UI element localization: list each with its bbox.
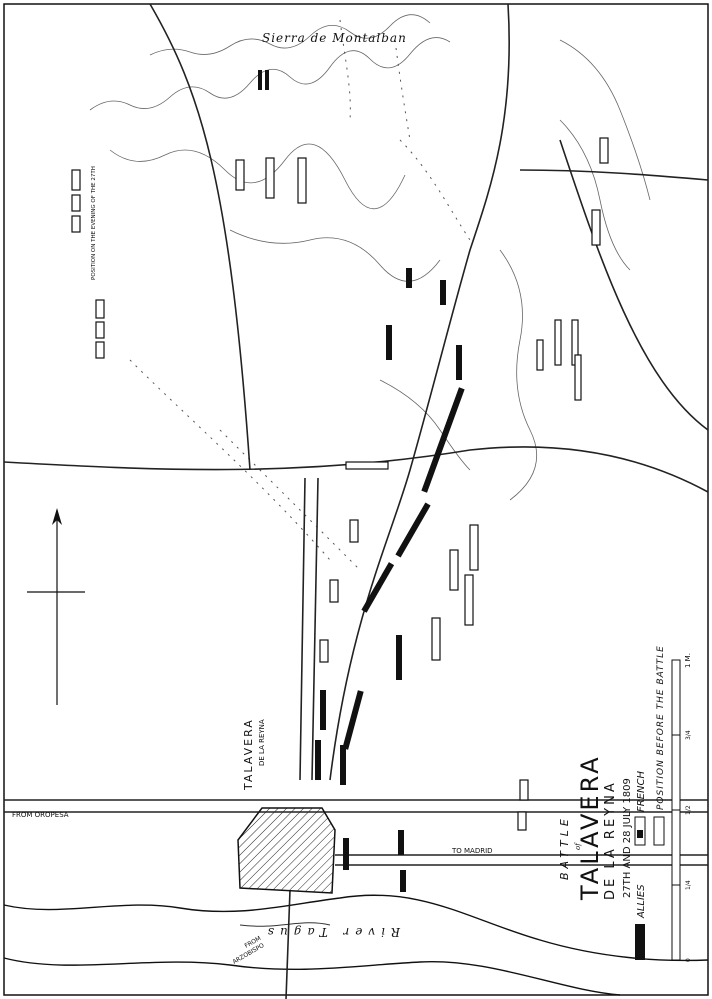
- scale-tick-half: 1/2: [685, 805, 692, 815]
- dotted-tracks: [129, 19, 471, 571]
- title-talavera: TALAVERA: [576, 754, 604, 901]
- position-swatch: [653, 816, 665, 846]
- sierra-label: Sierra de Montalban: [262, 31, 407, 45]
- map-frame: [3, 3, 709, 996]
- title-battle: BATTLE: [558, 815, 571, 880]
- position-legend-label: POSITION BEFORE THE BATTLE: [656, 645, 666, 810]
- title-de-la-reyna: DE LA REYNA: [603, 780, 618, 900]
- scale-bar: 0 1/4 1/2 3/4 1 M.: [671, 653, 692, 962]
- scale-tick-three-quarter: 3/4: [685, 730, 692, 740]
- allies-swatch: [635, 924, 645, 960]
- scale-tick-mile: 1 M.: [684, 653, 692, 668]
- title-date: 27TH AND 28 JULY 1809: [622, 778, 633, 898]
- river-tagus: [3, 894, 709, 996]
- evening-position-label: POSITION ON THE EVENING OF THE 27TH: [91, 166, 97, 280]
- from-oropesa-label: FROM OROPESA: [12, 811, 69, 819]
- title-block: BATTLE of TALAVERA DE LA REYNA 27TH AND …: [558, 645, 692, 962]
- allied-units: [258, 70, 465, 892]
- scale-tick-0: 0: [685, 958, 692, 962]
- north-arrow-icon: [27, 508, 85, 705]
- scale-tick-quarter: 1/4: [685, 880, 692, 890]
- allies-legend-label: ALLIES: [636, 884, 647, 919]
- french-legend-label: FRENCH: [636, 771, 647, 812]
- town-sub-label: DE LA REYNA: [258, 719, 266, 766]
- to-madrid-label: TO MADRID: [451, 847, 493, 855]
- french-units: [71, 137, 609, 831]
- sierra-hills: [89, 14, 651, 501]
- title-of: of: [574, 842, 582, 850]
- talavera-town: [237, 807, 336, 894]
- river-label: River Tagus: [262, 925, 401, 939]
- town-name-label: TALAVERA: [242, 718, 255, 791]
